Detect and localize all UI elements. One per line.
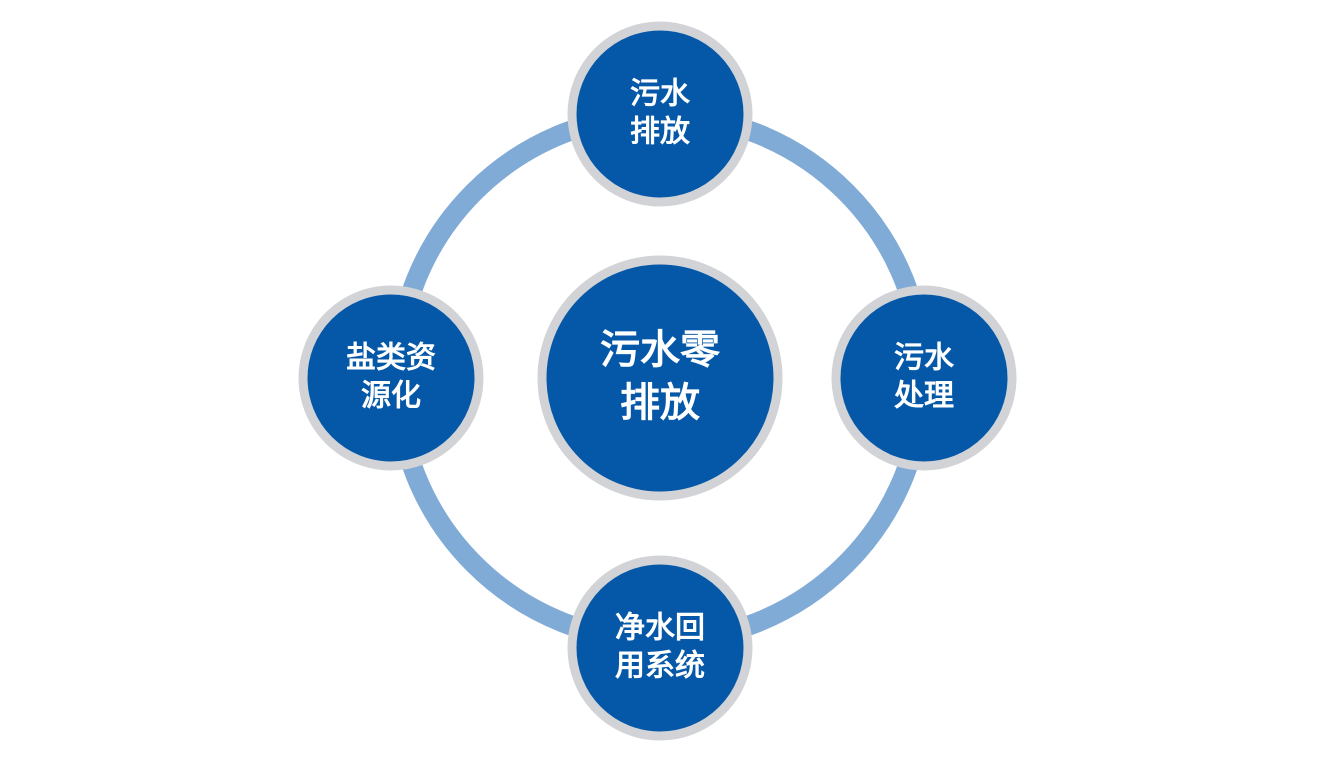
node-sewage-discharge: 污水 排放 (567, 21, 753, 207)
node-water-reuse-line2: 用系统 (615, 649, 705, 684)
node-salt-recovery: 盐类资 源化 (298, 285, 484, 471)
node-water-reuse: 净水回 用系统 (567, 555, 753, 741)
node-water-reuse-line1: 净水回 (615, 611, 705, 646)
node-sewage-treatment-line2: 处理 (893, 379, 954, 414)
center-node-circle (537, 255, 783, 501)
center-node: 污水零 排放 (537, 255, 783, 501)
node-salt-recovery-line1: 盐类资 (346, 341, 436, 376)
node-water-reuse-circle (567, 555, 753, 741)
center-node-line1: 污水零 (600, 327, 721, 373)
node-sewage-treatment: 污水 处理 (831, 285, 1017, 471)
center-node-line2: 排放 (620, 380, 700, 426)
node-sewage-discharge-line1: 污水 (630, 77, 691, 112)
node-sewage-discharge-line2: 排放 (630, 115, 691, 150)
node-sewage-treatment-line1: 污水 (894, 341, 955, 376)
node-salt-recovery-circle (298, 285, 484, 471)
node-sewage-treatment-circle (831, 285, 1017, 471)
node-sewage-discharge-circle (567, 21, 753, 207)
node-salt-recovery-line2: 源化 (361, 379, 421, 414)
